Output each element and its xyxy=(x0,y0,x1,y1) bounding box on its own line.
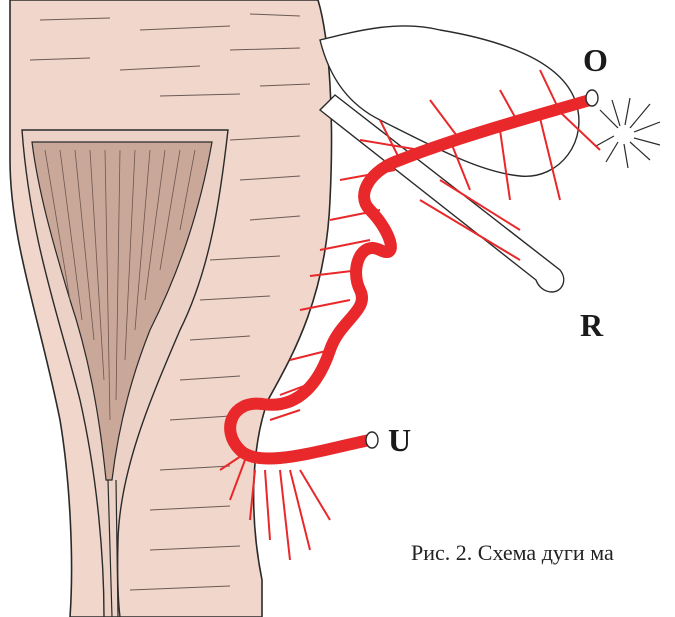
label-u: U xyxy=(388,424,411,456)
artery-end-u xyxy=(366,432,378,448)
ovary xyxy=(320,26,579,176)
label-o: O xyxy=(583,44,608,76)
figure-caption: Рис. 2. Схема дуги ма xyxy=(411,540,614,566)
fimbriae xyxy=(596,98,660,168)
artery-end-o xyxy=(586,90,598,106)
label-r: R xyxy=(580,309,603,341)
